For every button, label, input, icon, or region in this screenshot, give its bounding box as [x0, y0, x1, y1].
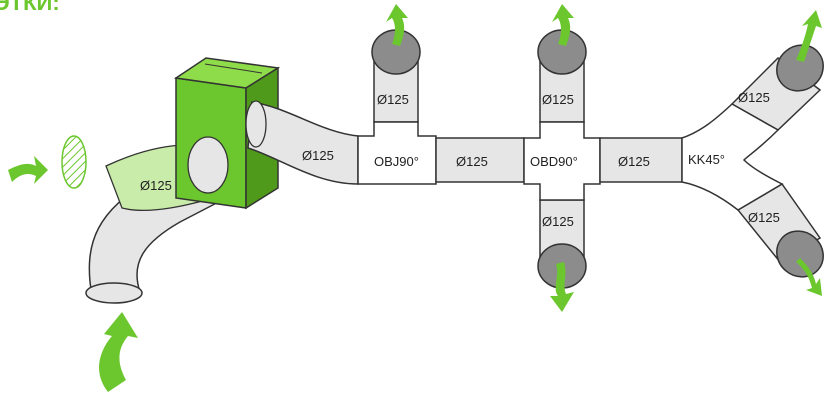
fitting-kk45-label: KK45° [688, 152, 725, 167]
main-duct-2-label: Ø125 [456, 154, 488, 169]
airflow-arrow-icon [796, 10, 822, 62]
fitting-obd90-label: OBD90° [530, 154, 578, 169]
airflow-arrow-icon [550, 262, 574, 312]
main-duct-3 [599, 137, 683, 183]
diffuser-cap-icon [776, 44, 824, 92]
intake-duct-opening [85, 282, 143, 304]
airflow-arrow-icon [99, 312, 138, 392]
airflow-arrow-icon [386, 4, 408, 46]
branch-kk-down-label: Ø125 [748, 210, 780, 225]
main-duct-1-label: Ø125 [302, 148, 334, 163]
inlet-duct-label: Ø125 [140, 178, 172, 193]
main-duct-2 [435, 137, 525, 183]
main-duct-3-label: Ø125 [618, 154, 650, 169]
fitting-obj90 [357, 121, 437, 185]
diffuser-cap-icon [776, 230, 824, 278]
filter-hatched-icon [61, 135, 87, 189]
page-title: ЭТКИ: [0, 0, 60, 15]
branch-kk-up-label: Ø125 [738, 90, 770, 105]
unit-outlet-opening [245, 100, 267, 148]
airflow-arrow-icon [796, 258, 822, 296]
branch-obd-down-label: Ø125 [542, 214, 574, 229]
fitting-kk45 [681, 103, 784, 211]
fitting-obd90 [523, 121, 601, 201]
airflow-arrow-icon [8, 156, 48, 184]
airflow-arrow-icon [552, 4, 574, 46]
branch-obj-up-label: Ø125 [377, 92, 409, 107]
fitting-obj90-label: OBJ90° [374, 154, 419, 169]
branch-obd-up-label: Ø125 [542, 92, 574, 107]
